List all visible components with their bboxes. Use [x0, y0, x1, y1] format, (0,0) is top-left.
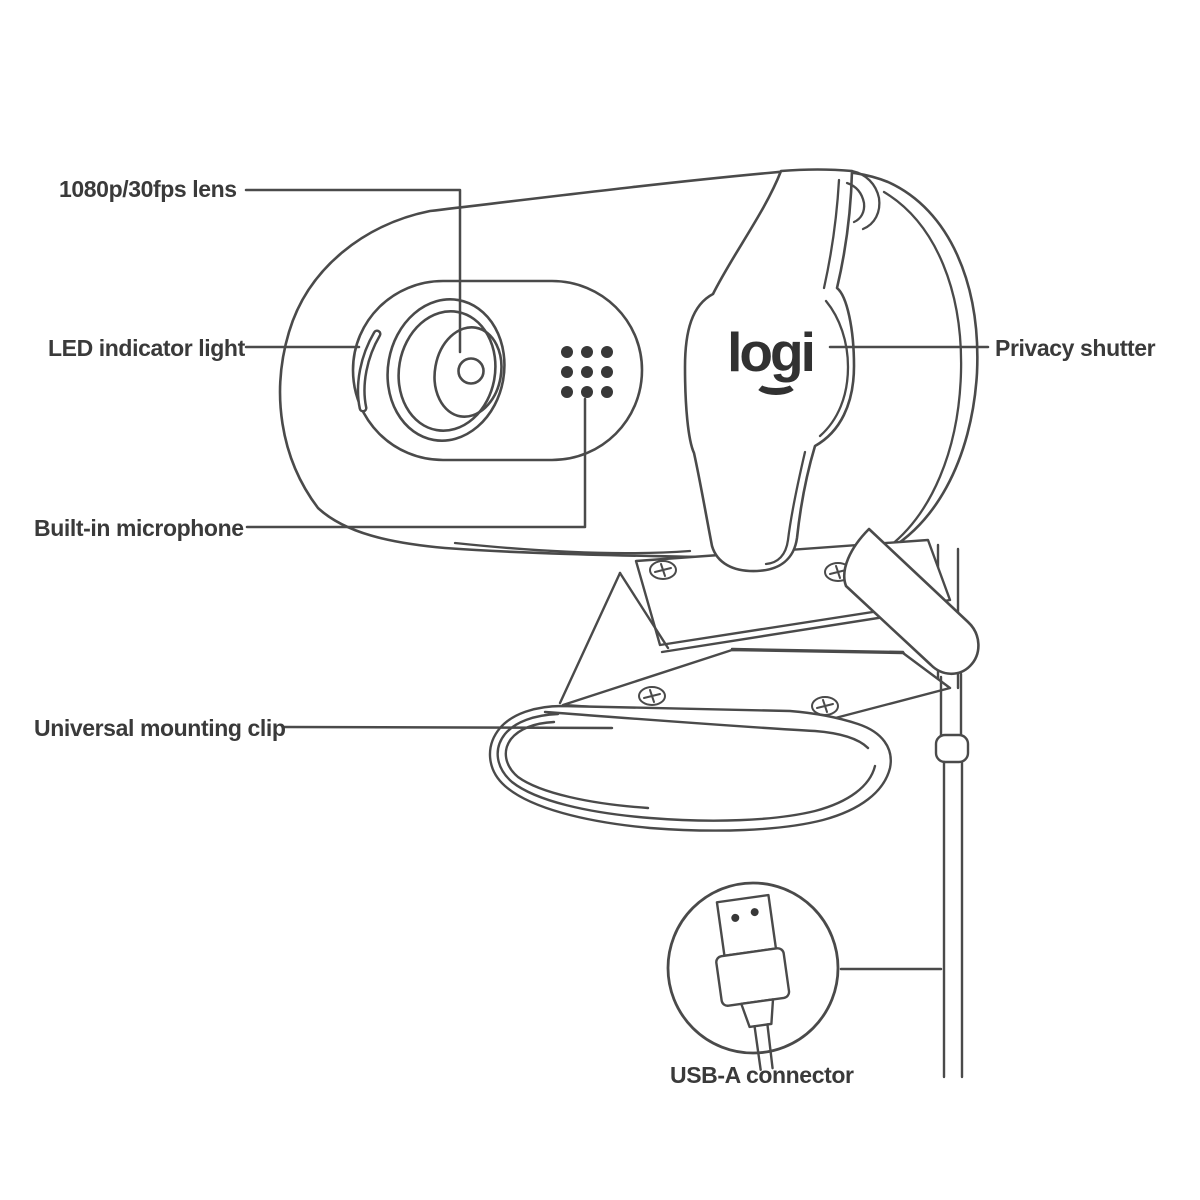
lens-outer-ring: [386, 298, 506, 442]
usb-plug-neck: [740, 998, 775, 1029]
lens-middle-ring: [397, 310, 497, 432]
bracket-left-edge: [558, 571, 622, 705]
mounting-clip-pad: [488, 704, 892, 832]
shutter-strap-rear-end: [842, 527, 980, 676]
strap-inner-edge-lower: [764, 450, 807, 566]
callout-label-clip: Universal mounting clip: [34, 715, 286, 741]
bracket-fold-edge: [618, 571, 670, 650]
screw: [638, 686, 666, 706]
screw: [649, 560, 677, 580]
callout-line-clip: [281, 725, 614, 730]
strap-top-hook: [850, 169, 881, 231]
led-indicator-slot: [356, 329, 382, 413]
medallion-inner-edge: [818, 299, 850, 438]
body-bottom-rim-line: [453, 541, 692, 555]
usb-cable: [934, 672, 970, 1079]
strap-outline: [683, 168, 856, 573]
callout-line-lens: [244, 188, 462, 354]
privacy-shutter-strap: [683, 168, 881, 573]
logi-smile-icon: [754, 371, 798, 395]
usb-plug-shell: [715, 893, 778, 957]
callout-label-led: LED indicator light: [48, 335, 245, 361]
clip-pad-inner-line: [496, 712, 877, 822]
usb-plug-cord: [753, 1023, 774, 1072]
face-plate-outline: [351, 279, 644, 462]
body-rear-rim-line: [882, 190, 963, 551]
strap-inner-edge-upper: [822, 178, 841, 290]
callout-lines: [244, 188, 990, 971]
microphone-dots: [561, 346, 613, 398]
camera-lens: [386, 298, 506, 442]
callout-label-shutter: Privacy shutter: [995, 335, 1156, 361]
camera-face-plate: [351, 279, 644, 462]
callout-line-mic: [245, 397, 587, 529]
cable-collar: [934, 733, 970, 764]
lens-inner-ring: [433, 326, 503, 418]
usb-plug-hole: [750, 908, 759, 917]
usb-plug-icon: [715, 893, 791, 1072]
callout-label-mic: Built-in microphone: [34, 515, 244, 541]
callout-label-lens: 1080p/30fps lens: [59, 176, 237, 202]
usb-detail: [666, 881, 840, 1072]
usb-plug-body: [715, 947, 791, 1007]
clip-pad-crease: [543, 710, 870, 750]
lens-aperture: [457, 357, 485, 385]
strap-top-hook-inner: [845, 181, 866, 224]
callout-label-usb: USB-A connector: [670, 1062, 854, 1088]
clip-pad-outline: [488, 704, 892, 832]
usb-plug-hole: [731, 913, 740, 922]
